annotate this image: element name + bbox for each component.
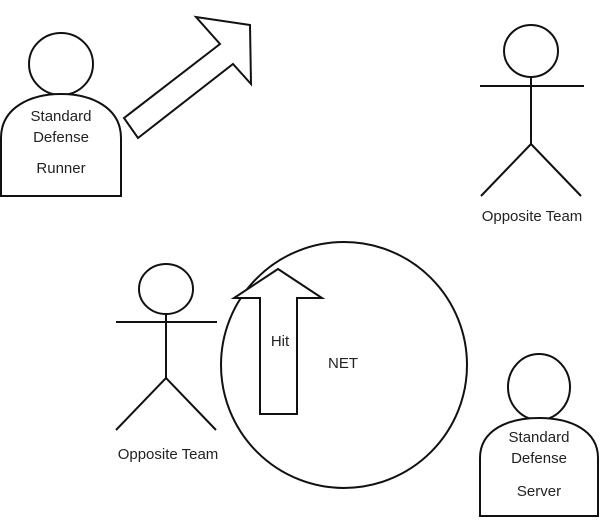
runner-head [28, 32, 94, 96]
net-label: NET [328, 355, 358, 372]
opposite-team-bottom-right-leg [165, 377, 217, 431]
diagonal-arrow[interactable] [122, 15, 253, 140]
runner-body [0, 92, 122, 197]
server-label-line1: Standard [509, 429, 570, 446]
server-label-line3: Server [517, 483, 561, 500]
runner-figure[interactable]: Standard Defense Runner [0, 32, 122, 197]
opposite-team-top-figure[interactable]: Opposite Team [480, 24, 584, 225]
opposite-team-bottom-left-leg [115, 377, 167, 431]
opposite-team-top-label: Opposite Team [482, 208, 583, 225]
runner-label-line2: Defense [33, 129, 89, 146]
hit-arrow-label: Hit [271, 333, 290, 350]
opposite-team-bottom-head [138, 263, 194, 315]
server-label-line2: Defense [511, 450, 567, 467]
net-circle-group[interactable]: NET [220, 241, 468, 489]
hit-arrow-group[interactable]: Hit [230, 267, 326, 415]
server-figure[interactable]: Standard Defense Server [479, 353, 599, 517]
server-head [507, 353, 571, 421]
opposite-team-bottom-figure[interactable]: Opposite Team [115, 263, 219, 463]
runner-label-line3: Runner [36, 160, 85, 177]
opposite-team-top-left-leg [480, 143, 532, 197]
hit-arrow [230, 267, 326, 415]
opposite-team-top-right-leg [530, 143, 582, 197]
opposite-team-top-head [503, 24, 559, 78]
runner-label-line1: Standard [31, 108, 92, 125]
opposite-team-bottom-label: Opposite Team [118, 446, 219, 463]
server-body [479, 416, 599, 517]
